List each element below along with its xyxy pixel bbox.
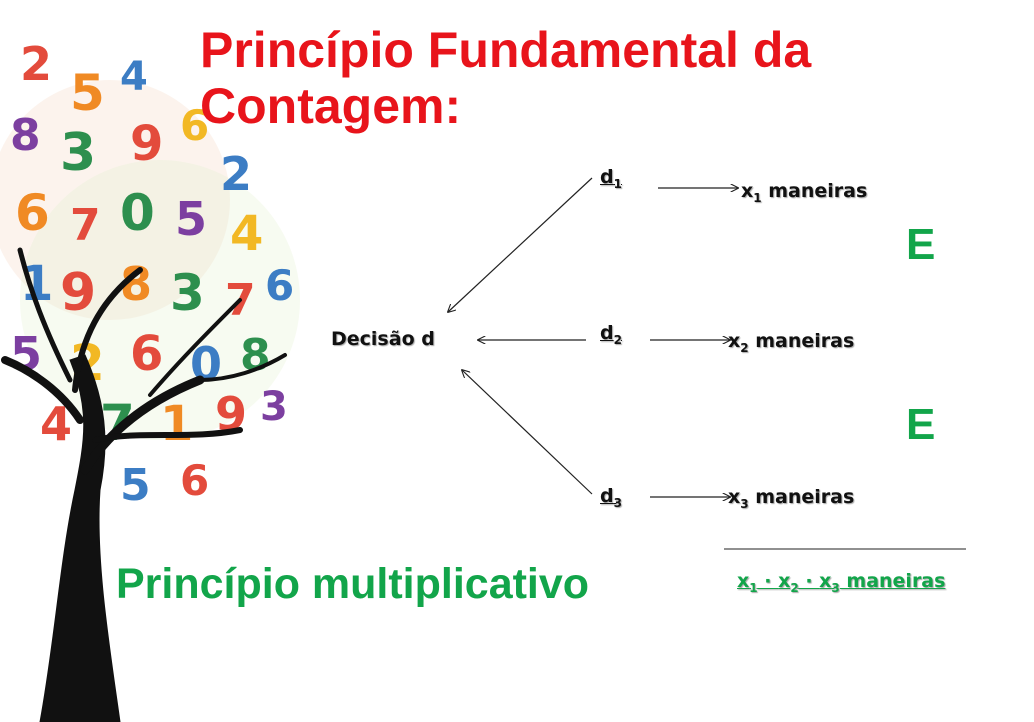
svg-text:3: 3 xyxy=(170,264,205,322)
svg-text:2: 2 xyxy=(20,37,52,91)
svg-text:5: 5 xyxy=(175,192,207,246)
svg-text:8: 8 xyxy=(10,110,41,161)
svg-text:1: 1 xyxy=(160,396,193,452)
svg-text:9: 9 xyxy=(60,263,96,323)
decision-d2: d2 xyxy=(600,322,622,347)
decision-d3: d3 xyxy=(600,485,622,510)
svg-text:6: 6 xyxy=(180,456,209,505)
svg-text:5: 5 xyxy=(120,460,151,511)
svg-text:3: 3 xyxy=(260,384,288,430)
decision-d1: d1 xyxy=(600,166,622,191)
multiplicative-principle-label: Princípio multiplicativo xyxy=(116,560,590,608)
number-tree-illustration: 2 5 4 8 3 9 6 2 6 7 0 5 4 1 9 8 3 7 6 5 … xyxy=(0,37,300,722)
svg-text:0: 0 xyxy=(120,184,155,242)
svg-text:6: 6 xyxy=(180,101,209,150)
slide-title: Princípio Fundamental da Contagem: xyxy=(200,22,812,134)
product-result: x1 · x2 · x3 maneiras xyxy=(737,570,946,595)
svg-text:6: 6 xyxy=(130,326,163,382)
svg-text:6: 6 xyxy=(15,184,50,242)
arrow-d3-to-decision xyxy=(462,370,593,495)
x3-ways: x3 maneiras xyxy=(728,486,855,511)
svg-text:4: 4 xyxy=(120,54,148,100)
svg-text:6: 6 xyxy=(265,261,294,310)
svg-text:4: 4 xyxy=(230,206,263,262)
svg-text:2: 2 xyxy=(220,147,252,201)
svg-text:5: 5 xyxy=(70,64,105,122)
arrow-d1-to-decision xyxy=(448,177,593,312)
decision-label: Decisão d xyxy=(331,328,435,350)
x1-ways: x1 maneiras xyxy=(741,180,868,205)
connector-e-2: E xyxy=(906,400,936,449)
svg-text:9: 9 xyxy=(130,116,163,172)
svg-text:3: 3 xyxy=(60,123,96,183)
x2-ways: x2 maneiras xyxy=(728,330,855,355)
svg-text:7: 7 xyxy=(70,200,101,251)
connector-e-1: E xyxy=(906,220,936,269)
